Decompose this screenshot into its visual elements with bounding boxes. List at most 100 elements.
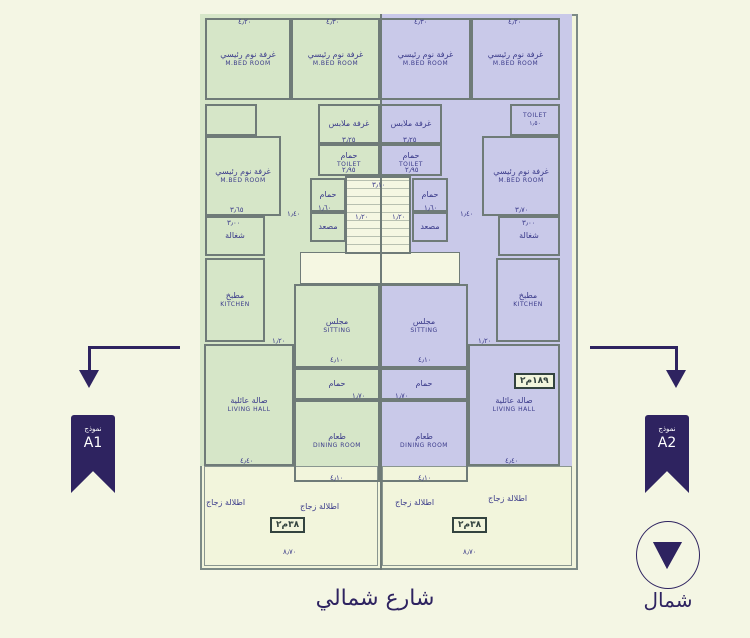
room-dining-a2: طعام DINING ROOM bbox=[380, 400, 468, 482]
dimension-label: ١٫٢٠ bbox=[478, 337, 492, 345]
north-label: شمال bbox=[643, 588, 693, 612]
room-label-en: M.BED ROOM bbox=[225, 60, 271, 67]
room-label-ar: حمام bbox=[415, 379, 433, 388]
room-label-ar: صالة عائلية bbox=[230, 396, 268, 405]
room-label-ar: حمام bbox=[340, 151, 358, 160]
arrow-down-icon bbox=[79, 370, 99, 388]
room-label-en: M.BED ROOM bbox=[312, 60, 359, 67]
room-kitchen-a2: مطبخ KITCHEN bbox=[496, 258, 560, 342]
room-label-ar: حمام bbox=[421, 190, 439, 199]
room-label-ar: غرفة ملابس bbox=[390, 119, 432, 128]
unit-banner-a2: نموذج A2 bbox=[645, 415, 689, 493]
room-label-en: LIVING HALL bbox=[227, 406, 271, 413]
room-label-ar: طعام bbox=[328, 432, 346, 441]
section-arrow-a2-stem bbox=[675, 346, 678, 372]
balcony-label: اطلالة زجاج bbox=[395, 498, 435, 507]
room-master-bed-a2-2: غرفة نوم رئيسي M.BED ROOM bbox=[471, 18, 560, 100]
room-label-ar: صالة عائلية bbox=[495, 396, 533, 405]
room-label-ar: مطبخ bbox=[225, 291, 245, 300]
room-bath-a1: حمام TOILET bbox=[318, 144, 380, 176]
dimension-label: ٤٫١٠ bbox=[418, 474, 432, 482]
room-living-a2: صالة عائلية LIVING HALL bbox=[468, 344, 560, 466]
room-label-en: M.BED ROOM bbox=[220, 177, 266, 184]
room-label-ar: غرفة ملابس bbox=[328, 119, 370, 128]
dimension-label: ٤٫٤٠ bbox=[505, 457, 519, 465]
banner-label: نموذج bbox=[84, 425, 102, 433]
dimension-label: ٣٫١٠ bbox=[372, 181, 386, 189]
room-label-en: KITCHEN bbox=[220, 301, 250, 308]
room-toilet-a1: حمام bbox=[294, 368, 380, 400]
room-label-en: DINING ROOM bbox=[400, 442, 448, 449]
room-label-ar: غرفة نوم رئيسي bbox=[487, 50, 544, 59]
room-label-ar: غرفة نوم رئيسي bbox=[215, 167, 271, 176]
dimension-label: ١٫٥٠ bbox=[529, 120, 541, 127]
room-label-ar: مصعد bbox=[318, 222, 338, 231]
dimension-label: ٢٫٩٥ bbox=[342, 166, 356, 174]
room-master-bed-a2-3: غرفة نوم رئيسي M.BED ROOM bbox=[482, 136, 560, 216]
room-label-en: M.BED ROOM bbox=[402, 60, 449, 67]
dimension-label: ٨٫٧٠ bbox=[463, 548, 477, 556]
dimension-label: ٤٫١٠ bbox=[330, 474, 344, 482]
balcony-label: اطلالة زجاج bbox=[206, 498, 246, 507]
room-label-ar: مجلس bbox=[325, 317, 349, 326]
room-label-ar: غرفة نوم رئيسي bbox=[493, 167, 549, 176]
section-arrow-a1-stem bbox=[88, 346, 91, 372]
room-label-en: KITCHEN bbox=[513, 301, 543, 308]
room-label-en: TOILET bbox=[399, 161, 423, 168]
dimension-label: ١٫٤٠ bbox=[287, 210, 301, 218]
unit-area-a2: ١٨٩م٢ bbox=[514, 373, 555, 389]
room-label-en: M.BED ROOM bbox=[492, 60, 539, 67]
room-maid-a1: شغالة bbox=[205, 216, 265, 256]
section-arrow-a1 bbox=[88, 346, 180, 349]
room-label-ar: طعام bbox=[415, 432, 433, 441]
north-compass bbox=[636, 521, 700, 589]
dimension-label: ٤٫١٠ bbox=[330, 356, 344, 364]
balcony-area-a2: ٣٨م٢ bbox=[452, 517, 488, 533]
dimension-label: ٣٫٢٥ bbox=[403, 136, 417, 144]
room-dining-a1: طعام DINING ROOM bbox=[294, 400, 380, 482]
dimension-label: ٤٫٢٠ bbox=[238, 18, 252, 26]
room-maid-a2: شغالة bbox=[498, 216, 560, 256]
dimension-label: ٤٫٣٠ bbox=[414, 18, 428, 26]
dimension-label: ١٫٧٠ bbox=[352, 392, 366, 400]
balcony-label: اطلالة زجاج bbox=[488, 494, 528, 503]
section-arrow-a2 bbox=[590, 346, 678, 349]
room-elevator-a1: مصعد bbox=[310, 212, 346, 242]
room-label-ar: شغالة bbox=[225, 231, 245, 240]
room-label-en: SITTING bbox=[410, 327, 438, 334]
balcony-area-a1: ٣٨م٢ bbox=[270, 517, 306, 533]
room-label-en: DINING ROOM bbox=[313, 442, 361, 449]
room-master-bed-a1-1: غرفة نوم رئيسي M.BED ROOM bbox=[205, 18, 291, 100]
dimension-label: ٣٫٧٠ bbox=[515, 206, 529, 214]
unit-banner-a1: نموذج A1 bbox=[71, 415, 115, 493]
room-small-bath-a2: حمام bbox=[412, 178, 448, 212]
dimension-label: ٤٫٣٠ bbox=[326, 18, 340, 26]
dimension-label: ٤٫٢٠ bbox=[508, 18, 522, 26]
dimension-label: ١٫٢٠ bbox=[392, 213, 406, 221]
dimension-label: ٤٫١٠ bbox=[418, 356, 432, 364]
dimension-label: ٨٫٧٠ bbox=[283, 548, 297, 556]
room-label-ar: غرفة نوم رئيسي bbox=[220, 50, 276, 59]
room-label-ar: حمام bbox=[402, 151, 420, 160]
room-label-en: TOILET bbox=[523, 112, 547, 119]
banner-label: نموذج bbox=[658, 425, 676, 433]
room-toilet-a2: حمام bbox=[380, 368, 468, 400]
room-master-bed-a1-2: غرفة نوم رئيسي M.BED ROOM bbox=[291, 18, 380, 100]
dimension-label: ١٫٤٠ bbox=[460, 210, 474, 218]
room-living-a1: صالة عائلية LIVING HALL bbox=[204, 344, 294, 466]
dimension-label: ١٫٢٠ bbox=[355, 213, 369, 221]
room-master-bed-a1-3: غرفة نوم رئيسي M.BED ROOM bbox=[205, 136, 281, 216]
room-label-ar: غرفة نوم رئيسي bbox=[397, 50, 454, 59]
balcony-label: اطلالة زجاج bbox=[300, 502, 340, 511]
dimension-label: ١٫٢٠ bbox=[272, 337, 286, 345]
balcony-a1 bbox=[204, 466, 378, 566]
dimension-label: ٣٫٠٠ bbox=[522, 219, 536, 227]
room-master-bed-a2-1: غرفة نوم رئيسي M.BED ROOM bbox=[380, 18, 471, 100]
balcony-a2 bbox=[382, 466, 572, 566]
room-label-en: TOILET bbox=[337, 161, 361, 168]
room-elevator-a2: مصعد bbox=[412, 212, 448, 242]
north-arrow-icon bbox=[653, 542, 682, 569]
room-label-en: SITTING bbox=[323, 327, 351, 334]
dimension-label: ٢٫٩٥ bbox=[405, 166, 419, 174]
dimension-label: ٤٫٤٠ bbox=[240, 457, 254, 465]
